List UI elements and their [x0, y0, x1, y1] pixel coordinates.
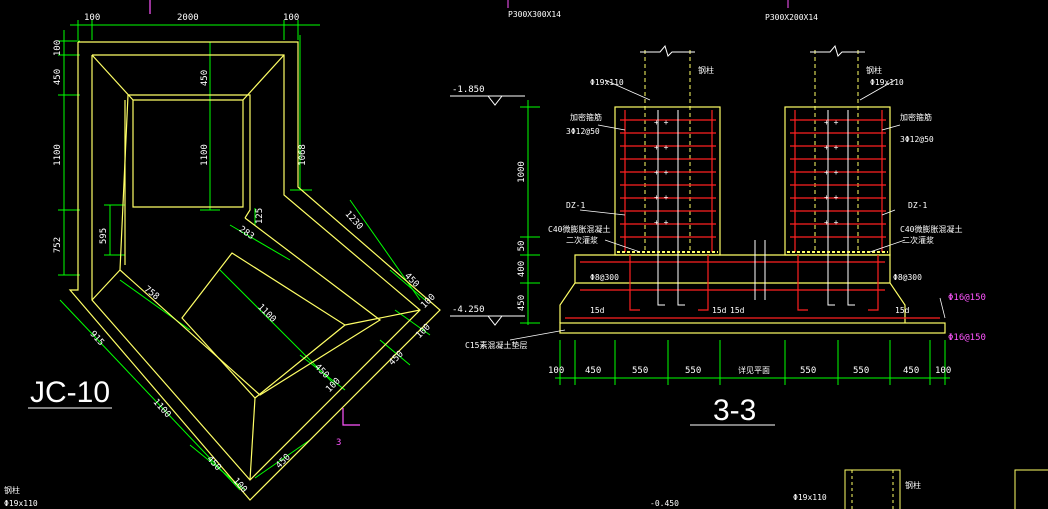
plan-top-dim-2: 2000	[177, 13, 199, 23]
plan-bottom-dim-1: 1100	[151, 397, 173, 420]
svg-text:+ +: + +	[824, 218, 839, 227]
plan-footing-outline	[68, 41, 441, 501]
section-bolt-marks: + + + + + + + + + + + + + + + + + + + +	[654, 118, 839, 227]
section-anchor-right: Φ8@300	[893, 273, 922, 282]
plan-left-dim-1: 100	[53, 40, 63, 56]
section-vdim-4: 450	[517, 295, 527, 311]
section-grout-label-right: C40微膨胀混凝土	[900, 224, 962, 234]
plan-bottom-dim-2: 450	[204, 454, 222, 473]
section-bdim-2: 450	[585, 366, 601, 376]
section-col-label-left: 钢柱	[698, 65, 714, 75]
plan-left-dim-4: 752	[53, 237, 63, 253]
section-grout-label2-left: 二次灌浆	[566, 235, 598, 245]
plan-title: JC-10	[30, 376, 110, 409]
section-bdim-6: 550	[800, 366, 816, 376]
section-anchor-len-3: 15d	[730, 306, 745, 315]
plan-right-dim-1: 450	[402, 271, 421, 290]
section-anchor-len-4: 15d	[895, 306, 910, 315]
section-view: P300X300X14 P300X200X14	[450, 0, 1048, 509]
section-dimension-lines	[520, 100, 950, 385]
svg-text:+ +: + +	[824, 143, 839, 152]
svg-text:+ +: + +	[654, 143, 669, 152]
section-column-breaks	[640, 44, 865, 57]
section-cushion-label: C15素混凝土垫层	[465, 340, 527, 350]
plan-dimension-lines	[58, 20, 431, 491]
section-bottom-columns	[844, 469, 1048, 509]
section-anchor-bolts	[657, 110, 855, 306]
section-elevation-markers	[450, 95, 525, 326]
section-dz-label-right: DZ-1	[908, 201, 927, 210]
section-elev-bot: -4.250	[452, 305, 485, 315]
section-anchor-len-1: 15d	[590, 306, 605, 315]
plan-right-dim-6: 100	[324, 376, 343, 395]
plan-inner-dim-5: 1068	[298, 144, 308, 166]
section-vdim-2: 50	[517, 241, 527, 252]
section-bdim-4: 550	[685, 366, 701, 376]
section-grout-label-left: C40微膨胀混凝土	[548, 224, 610, 234]
plan-inner-dim-7: 758	[142, 284, 161, 302]
section-elev-top: -1.850	[452, 85, 485, 95]
svg-text:+ +: + +	[654, 193, 669, 202]
plan-section-mark: 3	[336, 438, 341, 448]
section-bdim-5: 详见平面	[738, 365, 770, 375]
plan-inner-dim-6: 283	[237, 225, 256, 243]
plan-inner-dim-2: 1100	[200, 144, 210, 166]
section-anchor-len-2: 15d	[712, 306, 727, 315]
plan-right-dim-3: 100	[414, 322, 433, 341]
section-col-label-right: 钢柱	[866, 65, 882, 75]
plan-left-dim-2: 450	[53, 69, 63, 85]
section-top-label-1: P300X300X14	[508, 10, 561, 19]
plan-right-dim-4: 450	[387, 349, 406, 368]
section-leaders	[509, 79, 946, 341]
svg-text:+ +: + +	[824, 193, 839, 202]
plan-top-dim-3: 100	[283, 13, 299, 23]
plan-bottom-dim-4: 450	[274, 452, 293, 471]
plan-bottom-note: Φ19x110	[4, 499, 38, 508]
section-rebar-top-right: Φ19x110	[870, 78, 904, 87]
plan-inner-dim-9: 1100	[255, 302, 277, 324]
section-bdim-3: 550	[632, 366, 648, 376]
plan-top-dim-1: 100	[84, 13, 100, 23]
section-bottom-elev: -0.450	[650, 499, 679, 508]
plan-inner-dim-3: 125	[255, 208, 265, 224]
section-anchor-left: Φ8@300	[590, 273, 619, 282]
plan-inner-dim-1: 450	[200, 70, 210, 86]
section-top-label-2: P300X200X14	[765, 13, 818, 22]
section-rebar-top-left: Φ19x110	[590, 78, 624, 87]
plan-left-dim-3: 1100	[53, 144, 63, 166]
section-bdim-7: 550	[853, 366, 869, 376]
section-grout-label2-right: 二次灌浆	[902, 235, 934, 245]
section-hoop-spec-right: 3Φ12@50	[900, 135, 934, 144]
section-rebar-right-2: Φ16@150	[948, 333, 986, 343]
section-vdim-3: 400	[517, 261, 527, 277]
svg-text:+ +: + +	[824, 168, 839, 177]
svg-text:+ +: + +	[654, 168, 669, 177]
section-bdim-9: 100	[935, 366, 951, 376]
svg-text:+ +: + +	[654, 118, 669, 127]
section-hoop-spec-left: 3Φ12@50	[566, 127, 600, 136]
plan-section-marker	[149, 0, 360, 426]
section-steel-columns	[644, 50, 859, 250]
svg-text:+ +: + +	[654, 218, 669, 227]
section-bdim-8: 450	[903, 366, 919, 376]
plan-inner-dim-4: 595	[99, 228, 109, 244]
section-hoop-label-left: 加密箍筋	[570, 112, 602, 122]
plan-bottom-dim-3: 100	[230, 476, 248, 495]
plan-view: 100 2000 100 100 450 1100 752 915 450 11…	[4, 0, 441, 508]
svg-text:+ +: + +	[824, 118, 839, 127]
section-title: 3-3	[713, 394, 756, 427]
section-footing-outline	[559, 106, 946, 334]
section-hoop-label-right: 加密箍筋	[900, 112, 932, 122]
section-dz-label-left: DZ-1	[566, 201, 585, 210]
plan-bottom-note-col: 钢柱	[4, 485, 20, 495]
section-rebar-right-1: Φ16@150	[948, 293, 986, 303]
section-rebar	[565, 110, 940, 319]
section-bottom-col: 钢柱	[905, 480, 921, 490]
section-bottom-note: Φ19x110	[793, 493, 827, 502]
section-vdim-1: 1000	[517, 161, 527, 183]
section-bdim-1: 100	[548, 366, 564, 376]
